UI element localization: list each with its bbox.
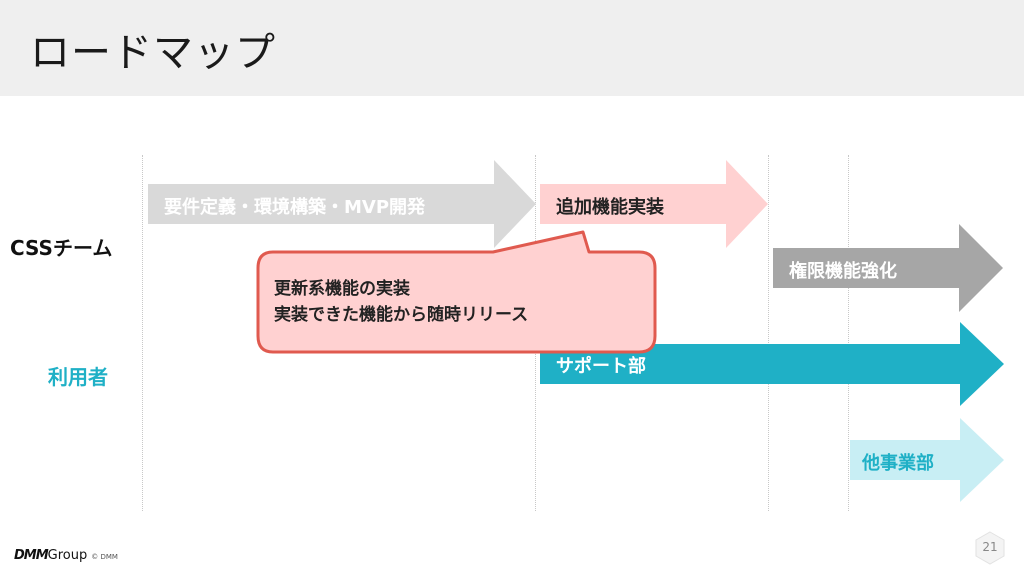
row-label-css-team: CSSチーム (10, 236, 113, 260)
support-label: サポート部 (556, 356, 646, 377)
timeline-divider (768, 155, 769, 511)
other-dept-label: 他事業部 (862, 453, 934, 474)
phase3-arrow: 権限機能強化 (773, 224, 1003, 312)
phase1-arrow: 要件定義・環境構築・MVP開発 (148, 160, 536, 248)
brand-group: Group (47, 548, 88, 563)
copyright: © DMM (91, 553, 118, 561)
phase3-label: 権限機能強化 (789, 261, 897, 282)
page-number-badge (975, 531, 1005, 565)
row-label-users: 利用者 (48, 365, 108, 389)
other-dept-arrow: 他事業部 (850, 418, 1004, 502)
header-bar: ロードマップ (0, 0, 1024, 96)
timeline-divider (142, 155, 143, 511)
page-title: ロードマップ (30, 30, 276, 76)
callout-bubble (256, 230, 657, 354)
callout-text: 更新系機能の実装 実装できた機能から随時リリース (274, 276, 528, 328)
callout-line-1: 更新系機能の実装 (274, 279, 410, 299)
phase1-label: 要件定義・環境構築・MVP開発 (164, 197, 426, 218)
timeline-divider (848, 155, 849, 511)
brand-logo: DMM (14, 548, 49, 563)
phase2-label: 追加機能実装 (556, 197, 664, 218)
callout-line-2: 実装できた機能から随時リリース (274, 305, 529, 325)
footer-logo: DMMGroup© DMM (14, 548, 118, 563)
page-number: 21 (982, 540, 998, 554)
phase2-arrow: 追加機能実装 (540, 160, 768, 248)
